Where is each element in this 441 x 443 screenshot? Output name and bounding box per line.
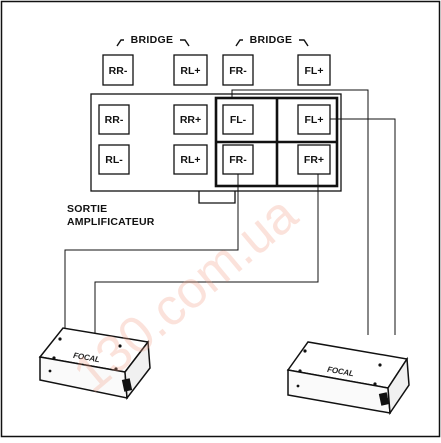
wires [64, 89, 396, 335]
svg-text:RR-: RR- [105, 114, 124, 126]
bridge-label-front: BRIDGE [250, 34, 293, 46]
terminal-amp-fl-plus: FL+ [297, 104, 331, 135]
block-tab [198, 191, 236, 204]
bridge-label-rear: BRIDGE [131, 34, 174, 46]
svg-text:RR+: RR+ [180, 114, 201, 126]
terminal-top-fl-plus: FL+ [297, 54, 331, 86]
output-label-line1: SORTIE [67, 203, 107, 215]
terminal-amp-rl-plus: RL+ [173, 144, 208, 175]
terminal-amp-fr-minus: FR- [222, 144, 254, 175]
svg-text:FL+: FL+ [305, 65, 324, 77]
svg-text:FR-: FR- [229, 65, 247, 77]
terminal-top-rr-minus: RR- [102, 54, 134, 86]
svg-text:FL-: FL- [230, 114, 247, 126]
wire-fl-minus [231, 89, 369, 335]
svg-text:FR+: FR+ [304, 154, 324, 166]
terminal-top-fr-minus: FR- [222, 54, 254, 86]
wire-fr-minus [64, 174, 239, 335]
svg-text:RL+: RL+ [180, 154, 200, 166]
terminal-amp-fr-plus: FR+ [297, 144, 331, 175]
terminal-amp-rl-minus: RL- [98, 144, 130, 175]
terminal-amp-rr-minus: RR- [98, 104, 130, 135]
wire-fl-plus [330, 118, 396, 335]
svg-text:RL-: RL- [105, 154, 123, 166]
terminal-top-rl-plus: RL+ [173, 54, 208, 86]
crossover-device-left: FOCAL [38, 327, 151, 401]
crossover-device-right: FOCAL [286, 341, 410, 416]
amplifier-terminal-block [90, 93, 342, 192]
svg-text:FL+: FL+ [305, 114, 324, 126]
terminal-amp-fl-minus: FL- [222, 104, 254, 135]
output-label-line2: AMPLIFICATEUR [67, 216, 155, 228]
svg-text:RR-: RR- [109, 65, 128, 77]
wire-fr-plus [94, 174, 319, 335]
svg-text:FR-: FR- [229, 154, 247, 166]
svg-text:RL+: RL+ [180, 65, 200, 77]
terminal-amp-rr-plus: RR+ [173, 104, 208, 135]
